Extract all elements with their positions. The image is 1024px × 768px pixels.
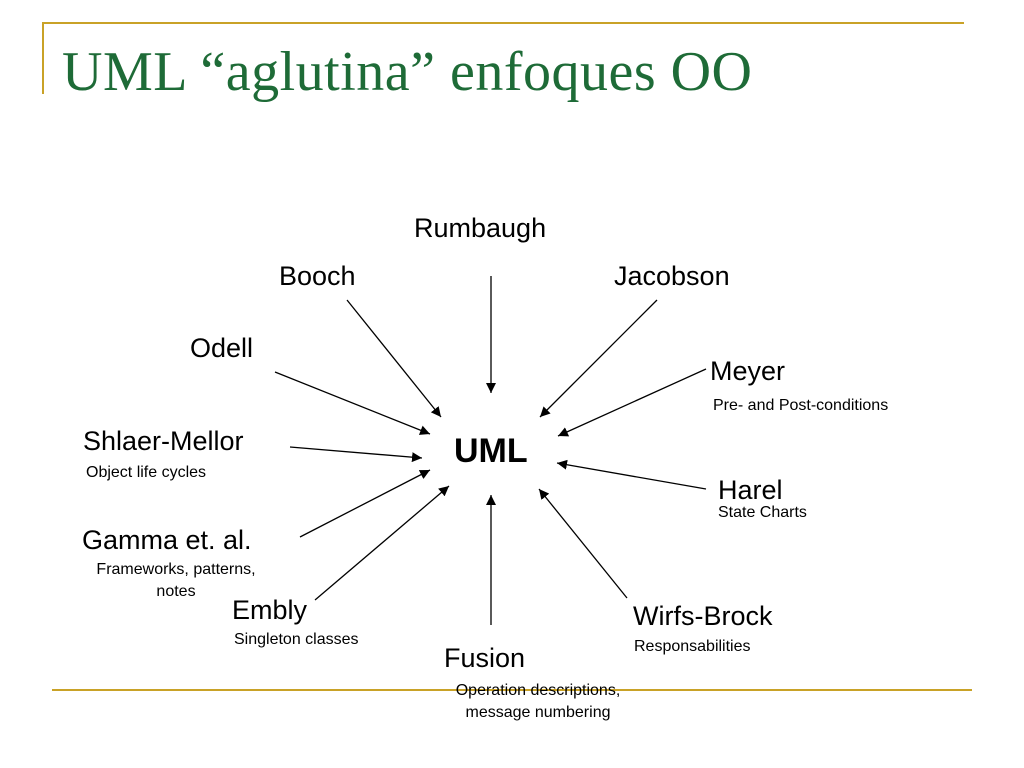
source-wirfs-brock: Wirfs-Brock (633, 601, 773, 631)
source-meyer: Meyer (710, 356, 786, 386)
arrow-shlaer-mellor (289, 446, 423, 463)
source-gamma: Gamma et. al. (82, 525, 252, 555)
uml-center-label: UML (454, 432, 528, 470)
left-rule (42, 22, 44, 94)
source-harel-note: State Charts (718, 504, 807, 521)
arrow-odell (274, 371, 431, 435)
bottom-rule (52, 689, 972, 691)
source-meyer-note: Pre- and Post-conditions (713, 397, 889, 414)
arrow-embly (314, 485, 450, 601)
source-odell: Odell (190, 333, 254, 363)
arrow-jacobson (539, 299, 658, 418)
source-gamma-note-line1: Frameworks, patterns, (96, 561, 256, 578)
top-rule (42, 22, 964, 24)
source-shlaer-mellor: Shlaer-Mellor (83, 426, 244, 456)
source-shlaer-mellor-note: Object life cycles (86, 464, 207, 481)
source-rumbaugh: Rumbaugh (414, 213, 547, 243)
arrow-wirfs-brock (538, 488, 628, 599)
source-gamma-note: Frameworks, patterns, notes (80, 562, 272, 600)
source-fusion: Fusion (444, 643, 526, 673)
source-harel: Harel (718, 475, 783, 505)
source-fusion-note-line2: message numbering (465, 704, 611, 721)
source-fusion-note: Operation descriptions, message numberin… (431, 683, 645, 721)
arrow-gamma (299, 469, 431, 538)
source-embly: Embly (232, 595, 308, 625)
source-fusion-note-line1: Operation descriptions, (455, 682, 621, 699)
source-jacobson: Jacobson (614, 261, 730, 291)
arrow-harel (556, 459, 707, 490)
source-booch: Booch (279, 261, 356, 291)
source-wirfs-brock-note: Responsabilities (634, 638, 751, 655)
arrow-meyer (557, 368, 707, 437)
source-embly-note: Singleton classes (234, 631, 359, 648)
source-gamma-note-line2: notes (156, 583, 196, 600)
slide-title: UML “aglutina” enfoques OO (62, 41, 753, 103)
arrow-booch (346, 299, 442, 418)
